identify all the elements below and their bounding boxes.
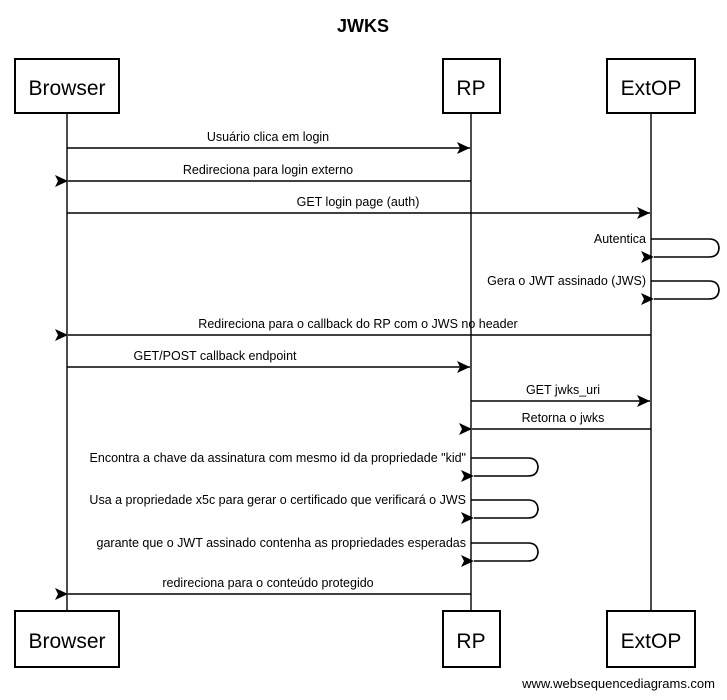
message-encontra-chave-kid[interactable]: Encontra a chave da assinatura com mesmo…	[90, 451, 539, 482]
message-retorna-o-jwks[interactable]: Retorna o jwks	[459, 411, 651, 435]
message-usa-propriedade-x5c[interactable]: Usa a propriedade x5c para gerar o certi…	[89, 493, 539, 524]
actor-header-browser[interactable]: Browser	[14, 58, 120, 114]
actor-footer-rp[interactable]: RP	[442, 610, 501, 668]
message-autentica[interactable]: Autentica	[594, 232, 720, 263]
actor-label-extop-bottom: ExtOP	[621, 630, 682, 653]
message-label: redireciona para o conteúdo protegido	[162, 576, 373, 590]
message-label: Gera o JWT assinado (JWS)	[487, 274, 646, 288]
message-label: Retorna o jwks	[522, 411, 605, 425]
message-redireciona-para-login-externo[interactable]: Redireciona para login externo	[55, 163, 471, 187]
actor-label-browser-bottom: Browser	[28, 630, 105, 653]
message-label: Redireciona para o callback do RP com o …	[198, 317, 517, 331]
message-label: Encontra a chave da assinatura com mesmo…	[90, 451, 466, 465]
message-label: GET jwks_uri	[526, 383, 600, 397]
actor-footer-browser[interactable]: Browser	[14, 610, 120, 668]
actor-header-rp[interactable]: RP	[442, 58, 501, 114]
self-message-arrow[interactable]	[461, 542, 539, 567]
message-label: GET login page (auth)	[297, 195, 420, 209]
message-get-login-page-auth[interactable]: GET login page (auth)	[67, 195, 650, 219]
self-message-arrow[interactable]	[641, 280, 720, 305]
message-gera-jwt-assinado[interactable]: Gera o JWT assinado (JWS)	[487, 274, 720, 305]
actor-box-browser[interactable]	[14, 58, 120, 114]
message-label: Autentica	[594, 232, 646, 246]
actor-label-rp: RP	[456, 77, 485, 100]
message-usuario-clica-em-login[interactable]: Usuário clica em login	[67, 130, 470, 154]
message-garante-propriedades-esperadas[interactable]: garante que o JWT assinado contenha as p…	[97, 536, 539, 567]
message-label: garante que o JWT assinado contenha as p…	[97, 536, 466, 550]
actor-box-extop-bottom[interactable]	[606, 610, 696, 668]
watermark-link: www.websequencediagrams.com	[521, 676, 715, 691]
actor-label-extop: ExtOP	[621, 77, 682, 100]
self-message-arrow[interactable]	[641, 238, 720, 263]
actor-label-browser: Browser	[28, 77, 105, 100]
message-label: Usuário clica em login	[207, 130, 329, 144]
message-label: GET/POST callback endpoint	[133, 349, 297, 363]
actor-header-extop[interactable]: ExtOP	[606, 58, 696, 114]
actor-footer-extop[interactable]: ExtOP	[606, 610, 696, 668]
page-title: JWKS	[337, 16, 389, 36]
message-label: Redireciona para login externo	[183, 163, 353, 177]
self-message-arrow[interactable]	[461, 457, 539, 482]
lifelines	[66, 113, 652, 611]
actor-box-extop[interactable]	[606, 58, 696, 114]
actor-box-browser-bottom[interactable]	[14, 610, 120, 668]
message-get-jwks-uri[interactable]: GET jwks_uri	[471, 383, 650, 407]
message-redireciona-callback-rp[interactable]: Redireciona para o callback do RP com o …	[55, 317, 651, 341]
message-get-post-callback-endpoint[interactable]: GET/POST callback endpoint	[67, 349, 470, 373]
actor-box-rp-bottom[interactable]	[442, 610, 501, 668]
self-message-arrow[interactable]	[461, 499, 539, 524]
actor-label-rp-bottom: RP	[456, 630, 485, 653]
message-redireciona-conteudo-protegido[interactable]: redireciona para o conteúdo protegido	[55, 576, 471, 600]
actor-box-rp[interactable]	[442, 58, 501, 114]
message-label: Usa a propriedade x5c para gerar o certi…	[89, 493, 466, 507]
